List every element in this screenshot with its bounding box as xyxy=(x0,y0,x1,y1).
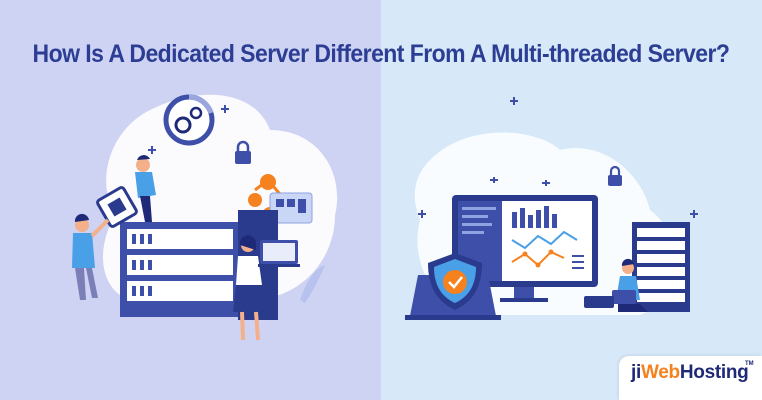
chip xyxy=(96,186,138,228)
brand-logo: jiWebHosting TM xyxy=(619,356,762,400)
server-rack-icon xyxy=(632,222,690,312)
padlock-icon xyxy=(608,165,622,186)
page-title: How Is A Dedicated Server Different From… xyxy=(32,40,730,68)
logo-text: jiWebHosting xyxy=(631,362,749,384)
woman-with-laptop xyxy=(233,235,300,341)
shield-check-icon xyxy=(428,253,482,310)
logo-part-hosting: Hosting xyxy=(679,362,749,383)
person-icon xyxy=(612,258,648,312)
left-illustration xyxy=(72,94,338,341)
dashboard-card xyxy=(269,192,313,224)
person-icon xyxy=(135,155,156,222)
logo-part-web: Web xyxy=(640,362,680,383)
gear-icon xyxy=(163,94,215,146)
padlock-icon xyxy=(235,140,251,164)
logo-part-ji: ji xyxy=(631,362,641,383)
right-illustration xyxy=(405,97,698,320)
monitor-chart-icon xyxy=(452,195,598,302)
person-left xyxy=(72,213,110,300)
trademark-mark: TM xyxy=(745,361,754,367)
